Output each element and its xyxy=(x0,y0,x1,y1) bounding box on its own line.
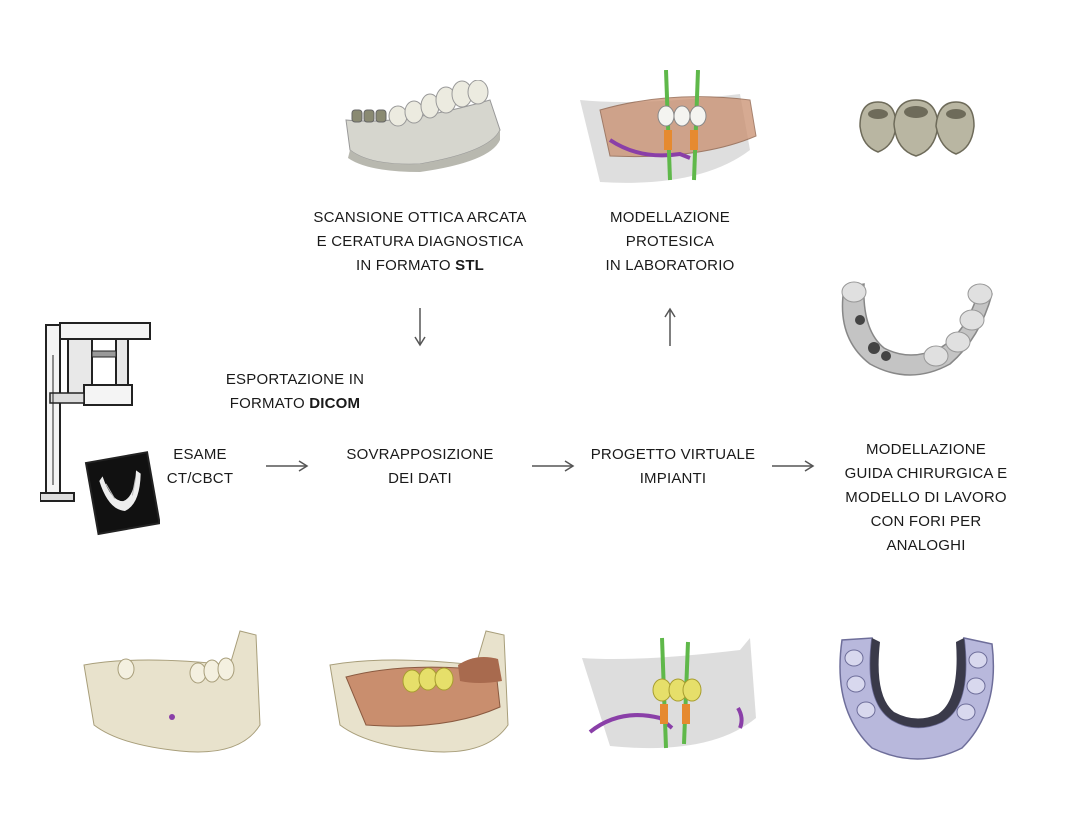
surgical-guide-model-icon xyxy=(841,281,993,376)
label-overlay-line2: DEI DATI xyxy=(388,470,452,487)
arrow-down-icon xyxy=(414,308,426,347)
data-overlay-icon xyxy=(329,630,509,753)
label-optical-scan-line3: IN FORMATO STL xyxy=(355,257,485,274)
label-virtual-line2: IMPIANTI xyxy=(639,470,707,487)
label-guide-line4: CON FORI PER xyxy=(870,513,982,530)
label-ct-exam-line1: ESAME xyxy=(173,446,227,463)
gypsum-model-scan-icon xyxy=(345,80,501,172)
crown-bridge-icon xyxy=(859,99,975,157)
label-overlay-line1: SOVRAPPOSIZIONE xyxy=(346,446,494,463)
ct-mandible-icon xyxy=(83,630,261,753)
label-prosthetic-line1: MODELLAZIONE xyxy=(610,209,730,226)
arrow-right-icon xyxy=(266,460,309,472)
surgical-guide-icon xyxy=(839,637,995,760)
arrow-right-icon xyxy=(772,460,815,472)
label-virtual-implant-plan: PROGETTO VIRTUALE IMPIANTI xyxy=(578,443,768,491)
label-guide-line1: MODELLAZIONE xyxy=(866,441,986,458)
arrow-up-icon xyxy=(664,307,676,346)
label-guide-line5: ANALOGHI xyxy=(886,537,966,554)
label-prosthetic-modeling: MODELLAZIONE PROTESICA IN LABORATORIO xyxy=(580,206,760,278)
label-ct-exam-line2: CT/CBCT xyxy=(166,470,234,487)
label-optical-scan-line2: E CERATURA DIAGNOSTICA xyxy=(316,233,524,250)
label-guide-line2: GUIDA CHIRURGICA E xyxy=(844,465,1008,482)
label-guide-line3: MODELLO DI LAVORO xyxy=(845,489,1007,506)
virtual-implant-plan-icon xyxy=(582,637,756,749)
format-stl: STL xyxy=(455,257,485,274)
label-prosthetic-line2: PROTESICA xyxy=(625,233,715,250)
label-optical-scan: SCANSIONE OTTICA ARCATA E CERATURA DIAGN… xyxy=(292,206,548,278)
label-prosthetic-line3: IN LABORATORIO xyxy=(605,257,735,274)
label-ct-exam: ESAME CT/CBCT xyxy=(150,443,250,491)
label-data-overlay: SOVRAPPOSIZIONE DEI DATI xyxy=(330,443,510,491)
label-dicom-line1: ESPORTAZIONE IN xyxy=(225,371,365,388)
arrow-right-icon xyxy=(532,460,575,472)
format-dicom: DICOM xyxy=(309,395,361,412)
prosthetic-modeling-icon xyxy=(580,70,757,183)
label-surgical-guide: MODELLAZIONE GUIDA CHIRURGICA E MODELLO … xyxy=(826,438,1026,558)
label-optical-scan-line1: SCANSIONE OTTICA ARCATA xyxy=(313,209,527,226)
label-virtual-line1: PROGETTO VIRTUALE xyxy=(590,446,756,463)
cbct-scanner-icon xyxy=(40,322,160,536)
label-dicom-export: ESPORTAZIONE IN FORMATO DICOM xyxy=(210,368,380,416)
label-dicom-line2: FORMATO DICOM xyxy=(229,395,361,412)
